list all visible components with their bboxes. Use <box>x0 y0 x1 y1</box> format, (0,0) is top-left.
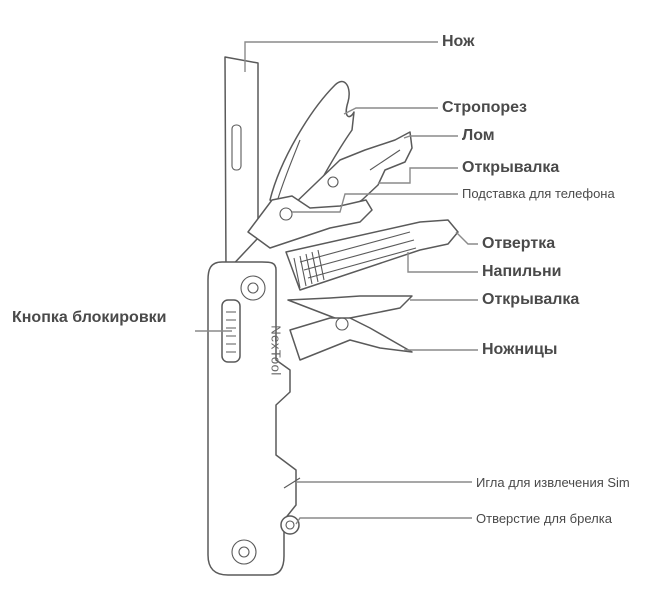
label-strap-cutter: Стропорез <box>442 99 527 116</box>
label-keyring-hole: Отверстие для брелка <box>476 511 612 526</box>
scissors-opener <box>287 295 413 361</box>
brand-logo-text: NexTool <box>268 325 284 376</box>
label-scissors: Ножницы <box>482 341 558 358</box>
label-screwdriver: Отвертка <box>482 235 556 252</box>
label-lock-button: Кнопка блокировки <box>12 309 167 326</box>
screwdriver-file <box>285 219 459 291</box>
leader-lines <box>195 41 478 525</box>
label-knife: Нож <box>442 33 475 50</box>
handle <box>207 261 301 576</box>
label-pry-bar: Лом <box>462 127 495 144</box>
label-bottle-opener-top: Открывалка <box>462 159 560 176</box>
label-bottle-opener-bottom: Открывалка <box>482 291 580 308</box>
label-sim-pin: Игла для извлечения Sim <box>476 475 630 490</box>
label-file: Напильни <box>482 263 562 280</box>
knife-blade <box>224 56 259 273</box>
label-phone-stand: Подставка для телефона <box>462 186 615 201</box>
